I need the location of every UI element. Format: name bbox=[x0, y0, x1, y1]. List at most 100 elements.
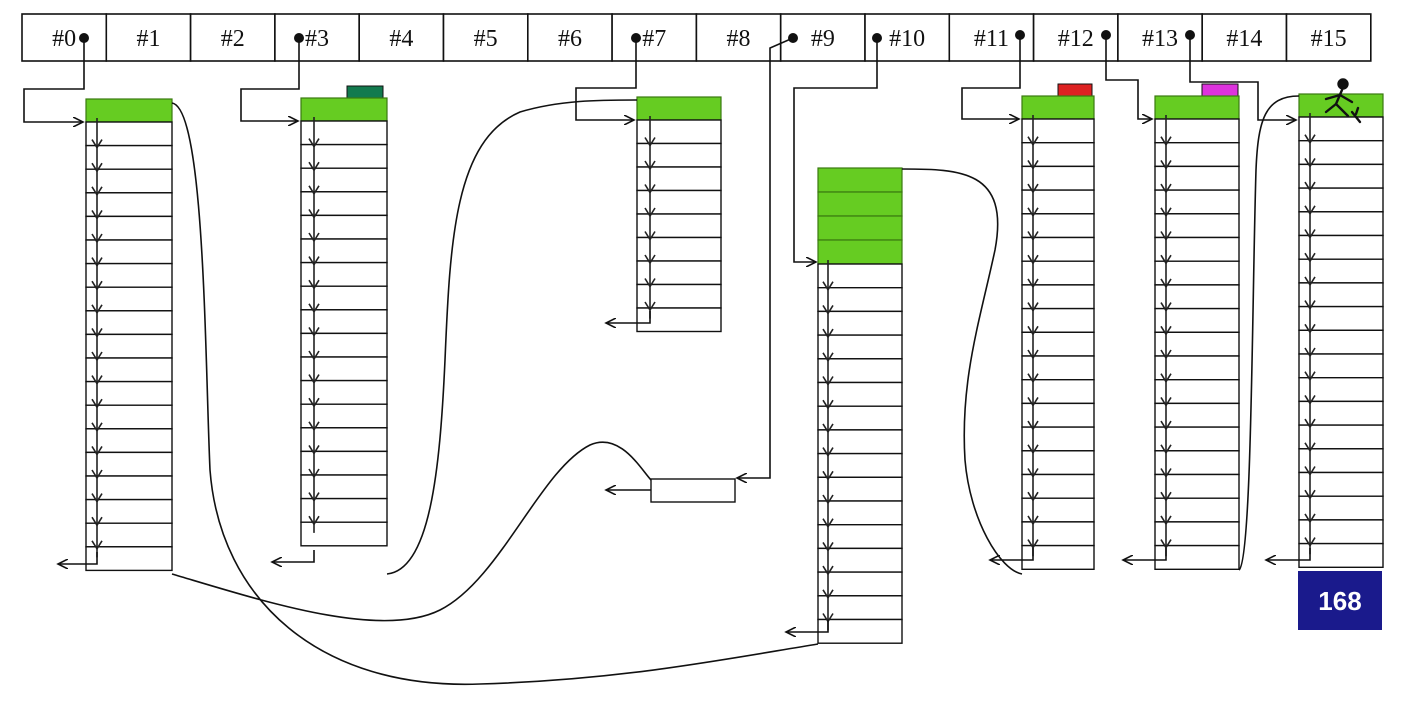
chain-arrowhead bbox=[1027, 302, 1039, 313]
header-slot-label: #7 bbox=[642, 26, 666, 52]
chain-arrowhead bbox=[644, 278, 656, 289]
white-cell bbox=[85, 522, 173, 548]
chain-arrowhead bbox=[308, 421, 320, 432]
white-cell bbox=[1154, 236, 1240, 262]
chain-arrowhead bbox=[822, 399, 834, 410]
white-cell bbox=[85, 498, 173, 524]
header-slot-box bbox=[442, 13, 529, 62]
pointer-link bbox=[1105, 35, 1152, 119]
chain-arrowhead bbox=[1160, 539, 1172, 550]
chain-arrowhead bbox=[91, 304, 103, 315]
chain-arrowhead bbox=[308, 326, 320, 337]
header-slot-label: #11 bbox=[974, 26, 1009, 52]
chain-arrowhead bbox=[91, 445, 103, 456]
chain-arrowhead bbox=[1160, 468, 1172, 479]
chain-arrowhead bbox=[1304, 371, 1316, 382]
white-cell bbox=[1154, 213, 1240, 239]
chain-arrowhead bbox=[822, 304, 834, 315]
chain-arrows bbox=[644, 116, 656, 319]
chain-arrowhead bbox=[1304, 466, 1316, 477]
white-cell bbox=[1154, 450, 1240, 476]
chain-arrowhead bbox=[1304, 442, 1316, 453]
white-cell bbox=[1154, 331, 1240, 357]
pointer-link bbox=[575, 38, 637, 120]
header-slot-label: #6 bbox=[558, 26, 582, 52]
white-cell bbox=[1298, 424, 1384, 450]
column-col-10 bbox=[786, 167, 903, 644]
header-slot-label: #1 bbox=[136, 26, 160, 52]
column-tab bbox=[346, 85, 384, 99]
white-cell bbox=[85, 239, 173, 265]
white-cell bbox=[85, 451, 173, 477]
chain-arrowhead bbox=[1027, 254, 1039, 265]
column-col-11 bbox=[990, 83, 1095, 570]
header-slot-5: #5 bbox=[442, 13, 529, 62]
white-cell bbox=[85, 357, 173, 383]
white-cell bbox=[1298, 139, 1384, 166]
white-cell bbox=[1298, 471, 1384, 497]
pointer-link bbox=[961, 35, 1021, 119]
chain-arrowhead bbox=[822, 470, 834, 481]
chain-arrowhead bbox=[91, 493, 103, 504]
chain-arrows bbox=[1160, 115, 1172, 557]
white-cell bbox=[1298, 519, 1384, 545]
chain-arrowhead bbox=[1160, 159, 1172, 170]
chain-arrowhead bbox=[308, 397, 320, 408]
header-slot-box bbox=[695, 13, 782, 62]
header-slot-1: #1 bbox=[105, 13, 192, 62]
header-slot-box bbox=[358, 13, 445, 62]
chain-arrowhead bbox=[308, 185, 320, 196]
white-cell bbox=[85, 310, 173, 336]
chain-arrowhead bbox=[308, 138, 320, 149]
header-slot-label: #8 bbox=[727, 26, 751, 52]
white-cell bbox=[85, 215, 173, 241]
green-cell bbox=[817, 215, 903, 241]
white-cell bbox=[85, 404, 173, 430]
column-col-0 bbox=[58, 98, 173, 572]
white-cell bbox=[636, 307, 722, 333]
chain-arrowhead bbox=[1160, 491, 1172, 502]
chain-arrowhead bbox=[91, 375, 103, 386]
chain-arrowhead bbox=[91, 351, 103, 362]
column-col-3 bbox=[272, 85, 388, 562]
white-cell bbox=[817, 618, 903, 644]
pointer-link bbox=[240, 38, 300, 121]
white-cell bbox=[1298, 448, 1384, 474]
slot-header-row: #0#1#2#3#4#5#6#7#8#9#10#11#12#13#14#15 bbox=[21, 13, 1372, 62]
chain-arrowhead bbox=[1160, 254, 1172, 265]
chain-arrows bbox=[1027, 115, 1039, 557]
header-slot-6: #6 bbox=[526, 13, 613, 62]
chain-arrowhead bbox=[308, 350, 320, 361]
count-badge-bg bbox=[1298, 571, 1382, 630]
green-cell bbox=[817, 239, 903, 265]
chain-arrowhead bbox=[1160, 183, 1172, 194]
return-arrow bbox=[786, 620, 829, 632]
green-cell bbox=[85, 98, 173, 123]
white-cell bbox=[1154, 379, 1240, 405]
chain-arrowhead bbox=[644, 137, 656, 148]
pointer-link bbox=[23, 38, 85, 122]
chain-arrowhead bbox=[91, 139, 103, 150]
return-arrow bbox=[1123, 548, 1167, 560]
chain-arrowhead bbox=[1160, 349, 1172, 360]
chain-arrowhead bbox=[1304, 418, 1316, 429]
connectors bbox=[23, 30, 1300, 686]
curve-link bbox=[1238, 95, 1300, 571]
chain-arrowhead bbox=[1304, 181, 1316, 192]
chain-arrowhead bbox=[1027, 420, 1039, 431]
chain-arrowhead bbox=[1027, 159, 1039, 170]
return-arrow bbox=[58, 552, 98, 564]
chain-arrowhead bbox=[1304, 347, 1316, 358]
chain-arrowhead bbox=[1027, 349, 1039, 360]
chain-arrowhead bbox=[822, 281, 834, 292]
header-slot-box bbox=[1285, 13, 1372, 62]
chain-arrowhead bbox=[644, 254, 656, 265]
chain-arrowhead bbox=[91, 280, 103, 291]
white-cell bbox=[1298, 542, 1384, 568]
chain-arrowhead bbox=[822, 376, 834, 387]
chain-arrowhead bbox=[1027, 491, 1039, 502]
chain-arrowhead bbox=[1304, 394, 1316, 405]
chain-arrowhead bbox=[1160, 515, 1172, 526]
chain-arrowhead bbox=[91, 209, 103, 220]
